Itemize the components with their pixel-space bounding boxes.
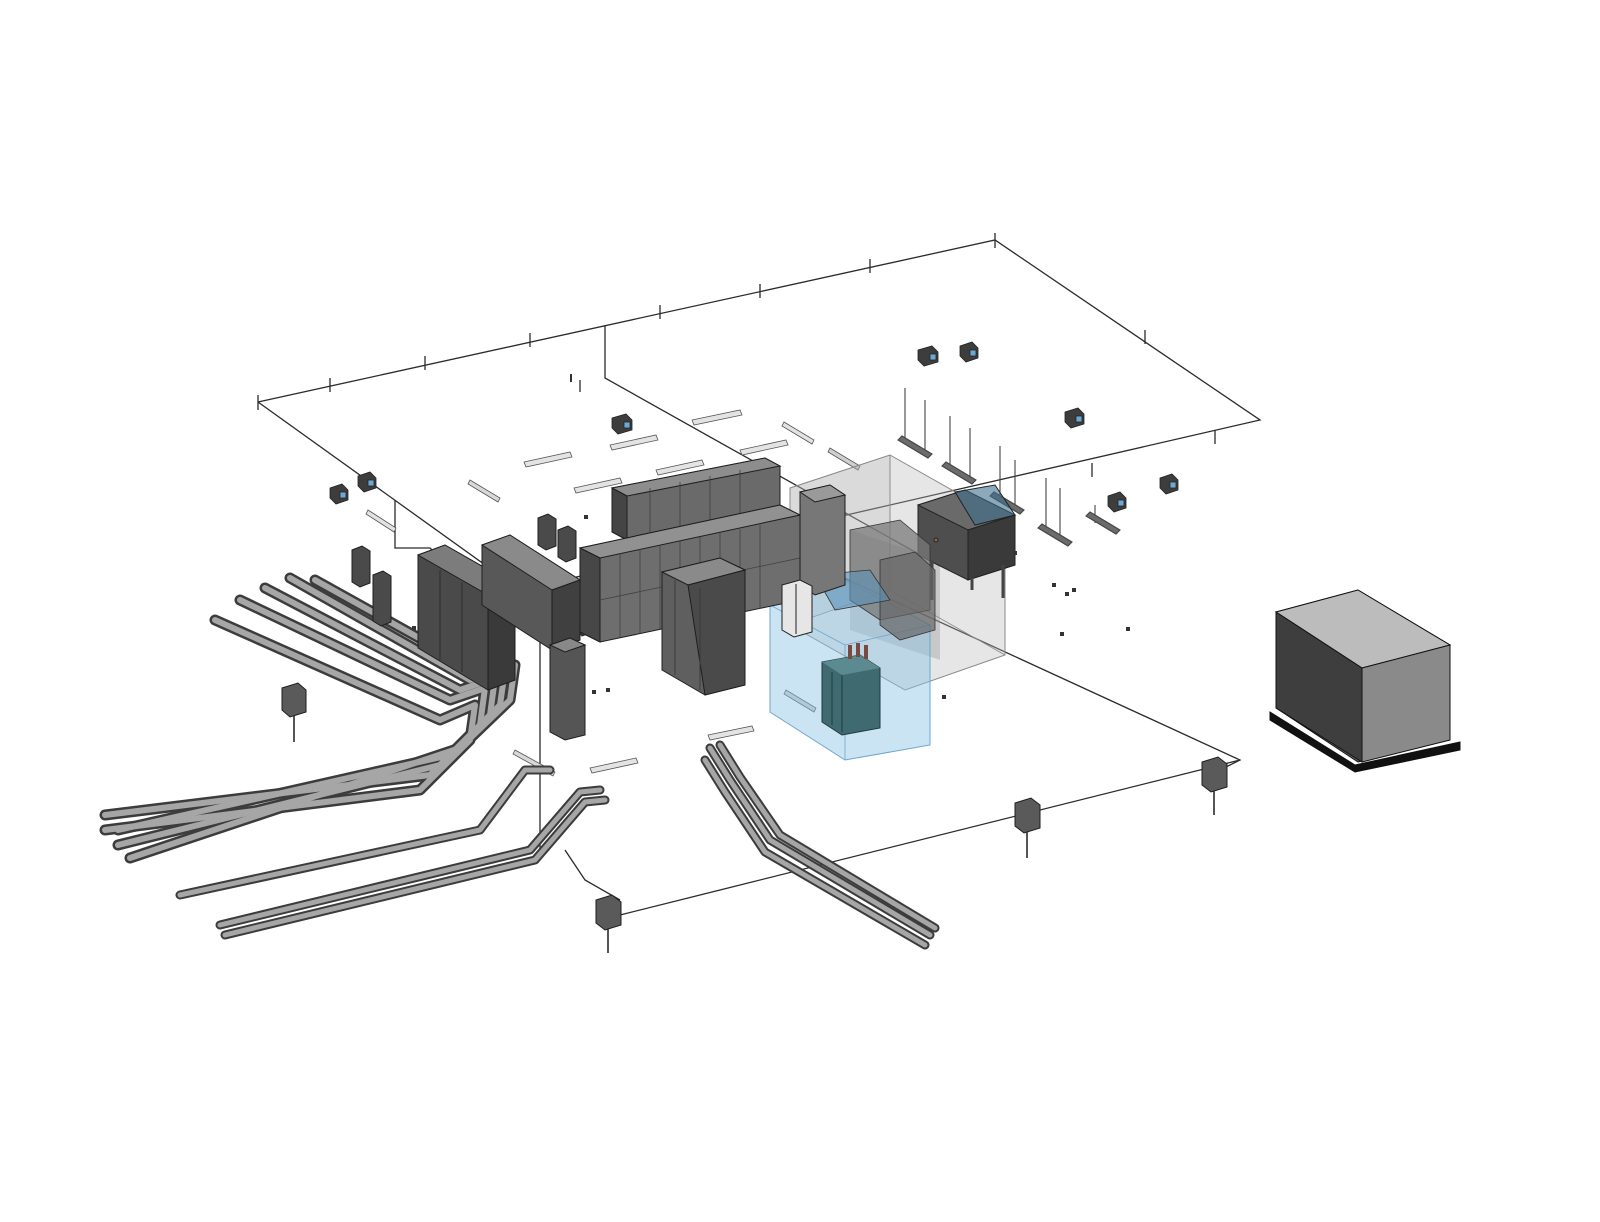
switchboard-center-left (480, 534, 582, 651)
generator-tank (916, 484, 1017, 600)
conduit-runs-middle (175, 765, 610, 940)
light-fixture (365, 509, 397, 533)
panelboard (351, 545, 371, 588)
light-fixture (655, 459, 705, 476)
switchboard-tall (548, 637, 587, 741)
ceiling-wire-grid (257, 233, 1262, 916)
panelboard-white (781, 579, 813, 638)
junction-box (611, 413, 633, 435)
small-devices (412, 374, 1130, 699)
grounding-box (1014, 797, 1041, 858)
light-fixture (609, 434, 659, 451)
grounding-boxes (281, 682, 1228, 953)
conduit-runs-right (700, 740, 940, 950)
junction-box (329, 483, 349, 505)
panelboards (351, 513, 813, 638)
panelboard (537, 513, 557, 551)
outdoor-equipment-enclosure (1269, 589, 1461, 773)
junction-box (1159, 473, 1179, 495)
switchgear-front (660, 557, 747, 696)
light-fixture (781, 421, 815, 445)
grounding-box (281, 682, 307, 742)
light-fixtures (359, 409, 861, 777)
light-fixture (467, 479, 501, 503)
light-fixture (573, 477, 623, 494)
junction-box (357, 471, 377, 493)
grounding-box (1201, 756, 1228, 815)
junction-box (917, 345, 939, 367)
junction-box (1064, 407, 1085, 429)
light-fixture (707, 725, 755, 741)
light-fixture (739, 439, 789, 456)
junction-box (1107, 491, 1127, 513)
panelboard (372, 570, 392, 627)
transformer (821, 643, 881, 736)
light-fixture (827, 447, 861, 471)
pendant-fixtures (897, 388, 1121, 547)
grounding-box (595, 894, 622, 953)
light-fixture (523, 451, 573, 468)
light-fixture (691, 409, 743, 426)
light-fixture (589, 757, 639, 774)
panelboard (557, 525, 577, 563)
light-fixture (783, 689, 817, 713)
junction-box (959, 341, 979, 363)
